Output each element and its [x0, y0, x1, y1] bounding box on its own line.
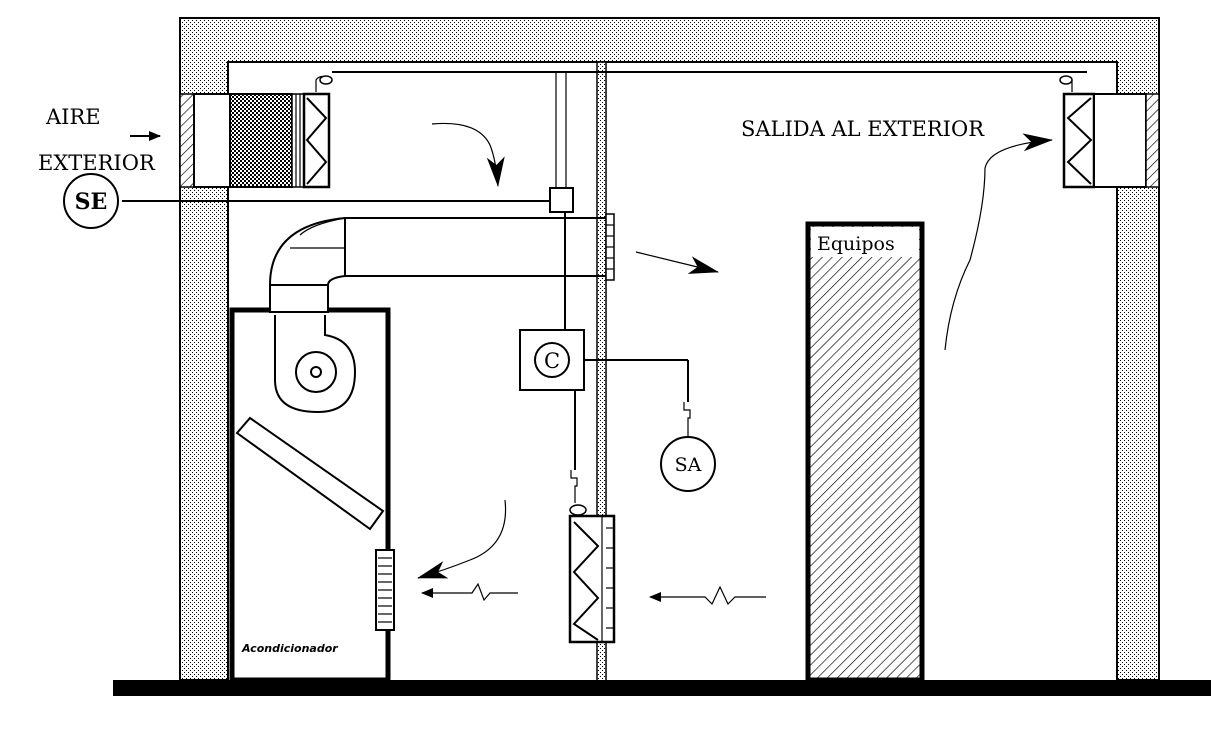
control-wiring — [122, 71, 1087, 516]
floor-slab — [113, 680, 1211, 696]
air-conditioner-label: Acondicionador — [241, 642, 338, 655]
equipment-rack: Equipos — [805, 221, 925, 683]
return-grille-slats — [378, 557, 392, 623]
air-conditioner-unit — [229, 284, 395, 683]
controller-box: C — [519, 329, 585, 391]
exhaust-label: SALIDA AL EXTERIOR — [741, 117, 985, 141]
sensor-ambient-label: SA — [675, 454, 702, 476]
junction-box — [549, 187, 574, 213]
sensor-exterior-label: SE — [75, 189, 108, 215]
return-damper — [568, 514, 616, 644]
outside-air-label-line1: AIRE — [45, 105, 101, 129]
outside-air-label-line2: EXTERIOR — [38, 151, 156, 175]
exhaust-damper — [1059, 75, 1160, 189]
supply-duct — [269, 213, 615, 286]
equipment-label: Equipos — [817, 233, 895, 255]
airflow-arrows — [130, 122, 1053, 606]
controller-label: C — [544, 349, 560, 373]
outside-air-intake — [179, 75, 333, 189]
sensor-ambient: SA — [660, 436, 716, 492]
sensor-exterior: SE — [63, 173, 119, 229]
